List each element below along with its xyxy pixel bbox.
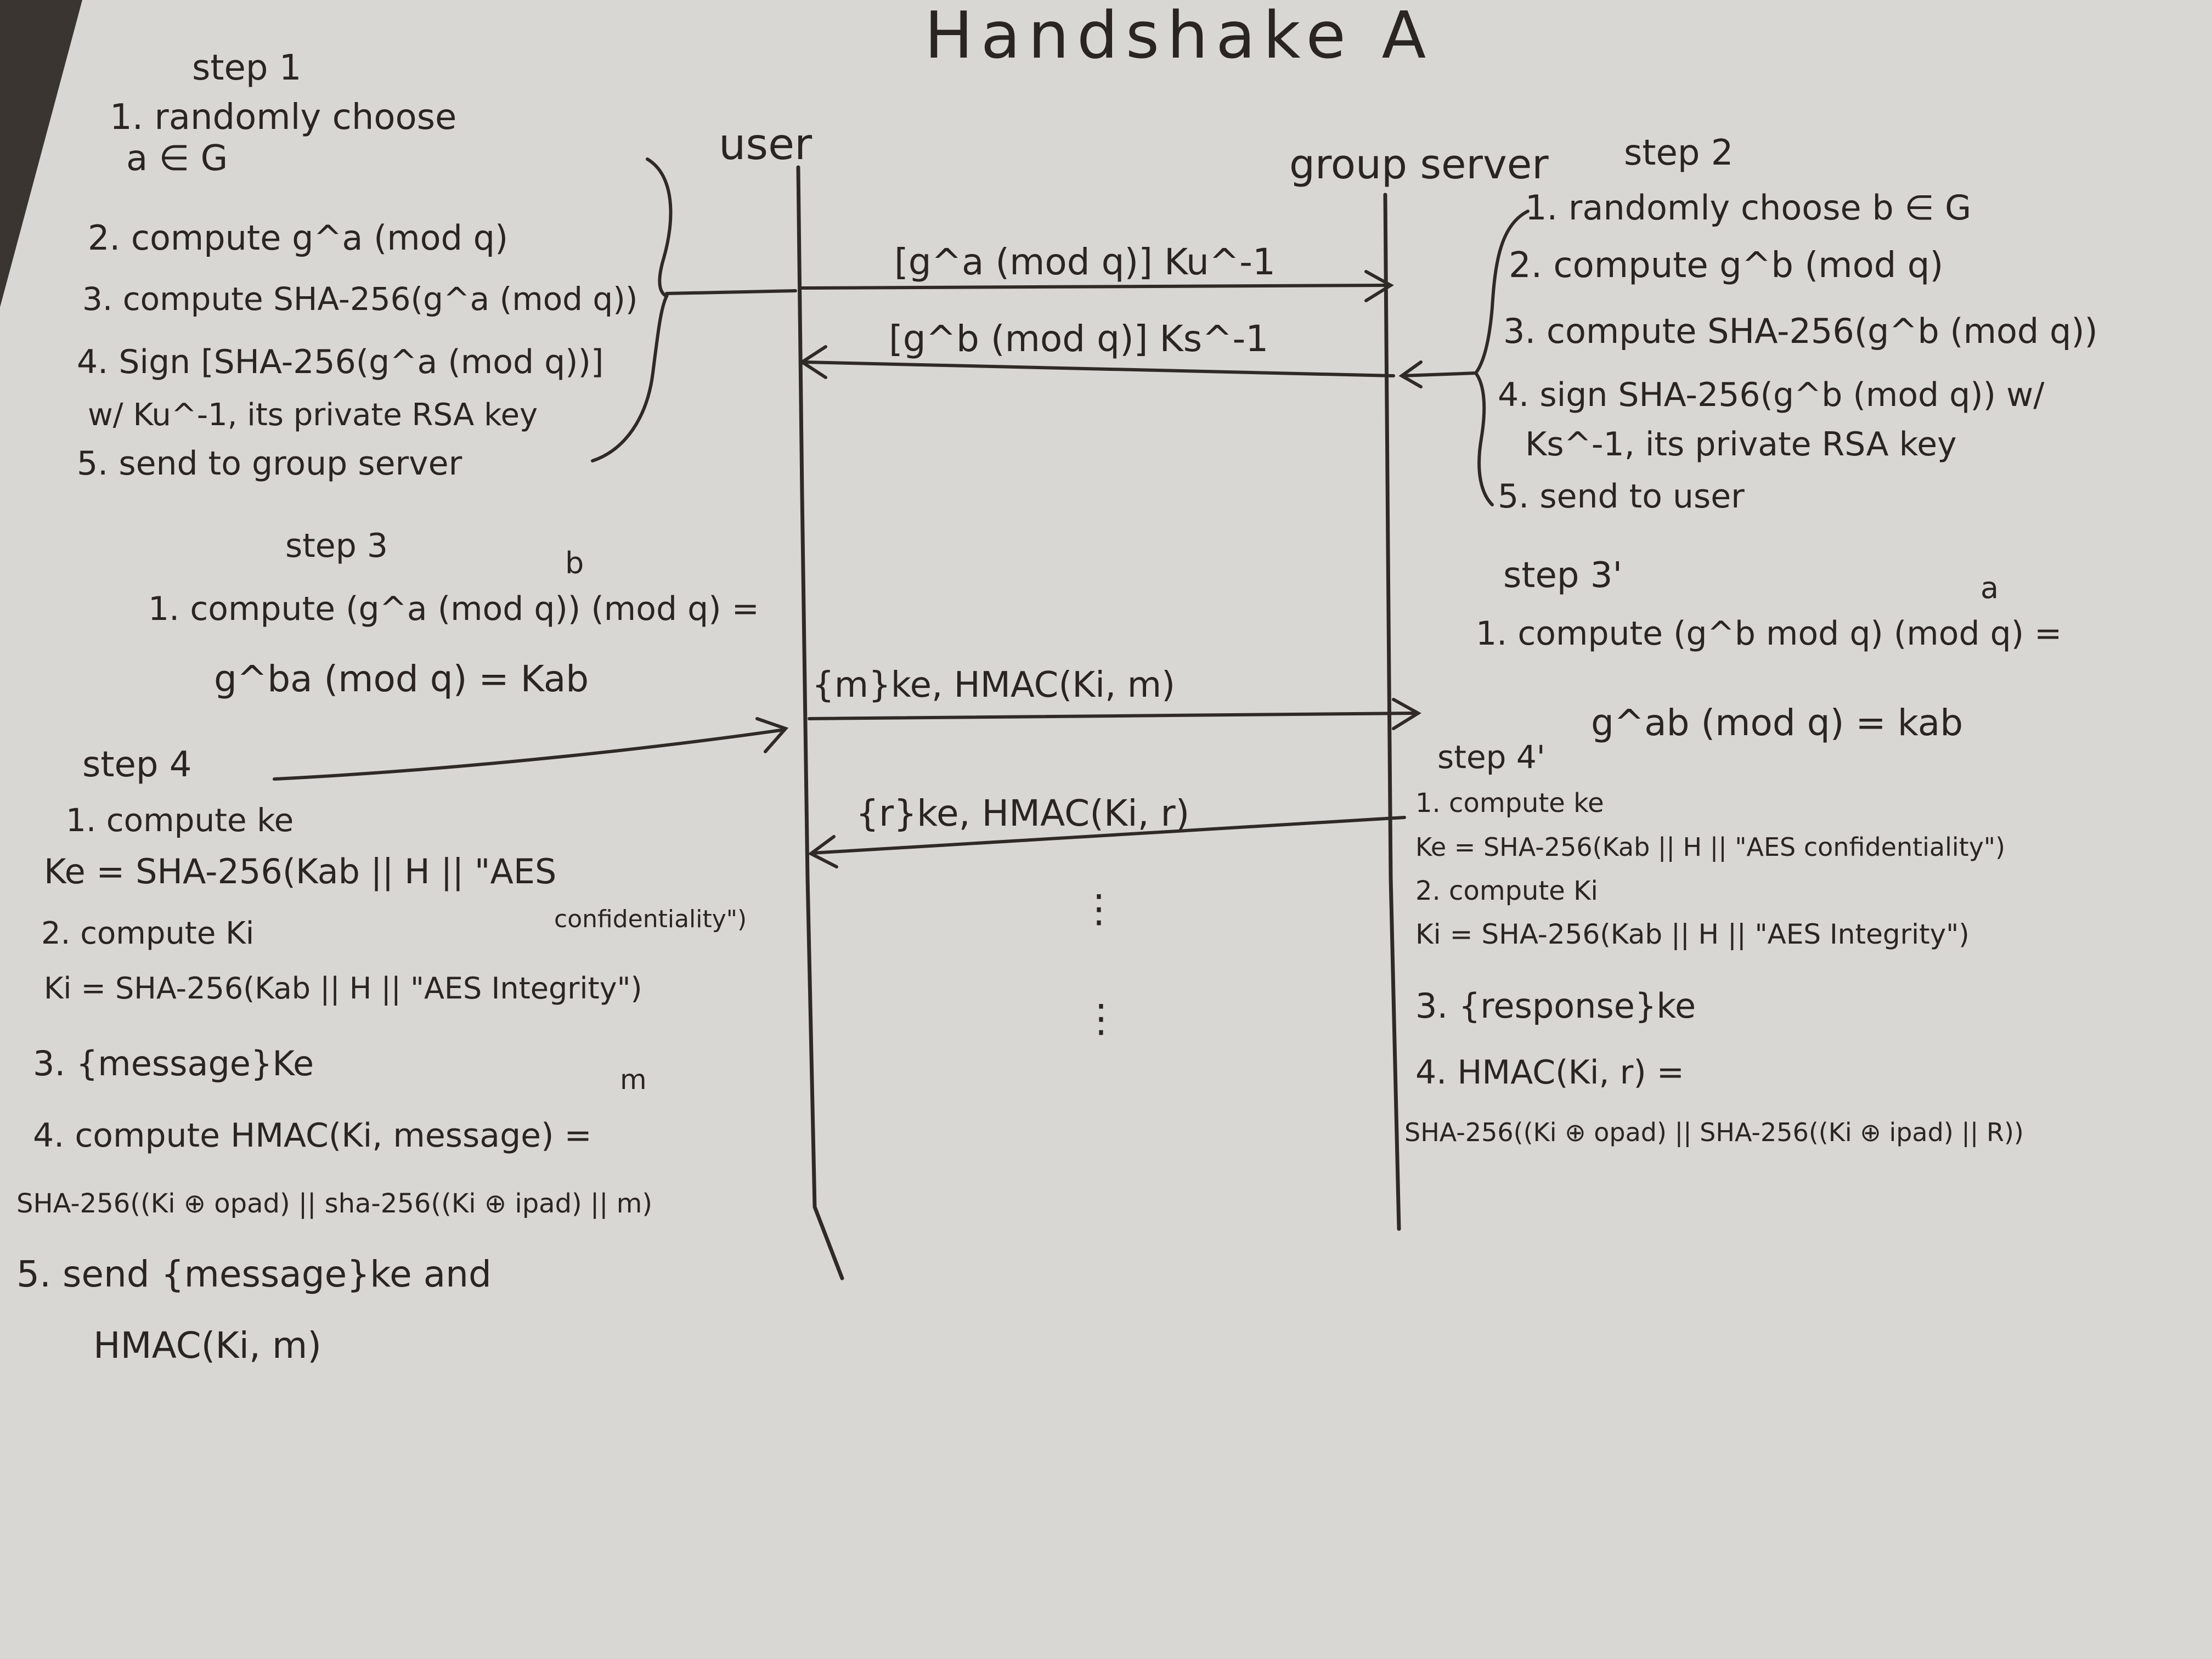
step3-line-2: g^ba (mod q) = Kab [214,658,589,700]
step4prime-heading: step 4' [1437,738,1545,776]
step4-pointer-arrowhead [755,717,789,753]
step4-line-2: Ke = SHA-256(Kab || H || "AES [44,851,556,892]
diagram-title: Handshake A [924,0,1434,73]
message-1-arrowhead [1364,270,1394,302]
step2-line-5: Ks^-1, its private RSA key [1525,425,1957,464]
step2-heading: step 2 [1624,133,1734,173]
step2-line-3: 3. compute SHA-256(g^b (mod q)) [1503,311,2098,351]
step4-line-8: SHA-256((Ki ⊕ opad) || sha-256((Ki ⊕ ipa… [16,1188,652,1219]
table-corner [0,0,82,307]
step4-line-1: 1. compute ke [66,802,294,839]
step3prime-exponent: a [1980,571,1999,605]
message-3-label: {m}ke, HMAC(Ki, m) [812,665,1175,706]
step2-connector-head [1398,360,1423,388]
user-lifeline [796,165,844,1280]
step1-brace [591,157,673,462]
step3-exponent: b [565,546,584,580]
step1-line-4: 3. compute SHA-256(g^a (mod q)) [82,280,638,318]
step4prime-line-4: Ki = SHA-256(Kab || H || "AES Integrity"… [1415,918,1970,950]
message-2-label: [g^b (mod q)] Ks^-1 [889,318,1268,360]
continuation-dots-lower: ⋮ [1082,996,1120,1041]
step2-line-2: 2. compute g^b (mod q) [1509,245,1943,286]
message-2-arrow [802,360,1395,377]
message-1-arrow [800,284,1390,290]
message-4-arrow [810,816,1406,855]
message-3-arrowhead [1392,698,1421,730]
step3-line-1: 1. compute (g^a (mod q)) (mod q) = [148,590,759,628]
message-3-arrow [808,712,1417,720]
step1-line-5: 4. Sign [SHA-256(g^a (mod q))] [77,343,603,381]
step2-brace [1474,210,1530,506]
step4prime-line-5: 3. {response}ke [1415,986,1696,1026]
step2-connector [1400,371,1477,377]
step1-line-1: 1. randomly choose [110,97,456,138]
step1-line-6: w/ Ku^-1, its private RSA key [88,397,538,433]
step1-block: step 1 1. randomly choose a ∈ G 2. compu… [77,48,638,483]
step4-line-5: Ki = SHA-256(Kab || H || "AES Integrity"… [44,971,642,1006]
step3-heading: step 3 [285,527,388,565]
step4prime-line-6: 4. HMAC(Ki, r) = [1415,1053,1684,1092]
step2-line-6: 5. send to user [1498,477,1745,516]
step2-block: step 2 1. randomly choose b ∈ G 2. compu… [1498,133,2098,516]
step4prime-line-3: 2. compute Ki [1415,876,1598,906]
step4-line-3: confidentiality") [554,905,747,933]
message-4-arrowhead [808,835,838,868]
step3prime-line-2: g^ab (mod q) = kab [1591,702,1963,744]
step4-line-4: 2. compute Ki [41,916,254,951]
step4prime-line-1: 1. compute ke [1415,788,1604,819]
step1-line-2: a ∈ G [126,138,228,179]
step4-line-9: 5. send {message}ke and [16,1253,492,1295]
step4-heading: step 4 [82,744,192,785]
step4prime-block: step 4' 1. compute ke Ke = SHA-256(Kab |… [1404,738,2024,1148]
step4-annotation: m [620,1064,647,1096]
step4-line-7: 4. compute HMAC(Ki, message) = [33,1116,592,1155]
message-2-arrowhead [799,345,827,379]
message-4-label: {r}ke, HMAC(Ki, r) [856,792,1189,834]
continuation-dots: ⋮ [1080,886,1118,931]
step1-line-3: 2. compute g^a (mod q) [88,218,508,258]
step4prime-line-7: SHA-256((Ki ⊕ opad) || SHA-256((Ki ⊕ ipa… [1404,1118,2024,1148]
step4-block: step 4 1. compute ke Ke = SHA-256(Kab ||… [16,744,747,1367]
step4-line-10: HMAC(Ki, m) [93,1324,321,1367]
step4prime-line-2: Ke = SHA-256(Kab || H || "AES confidenti… [1415,832,2005,862]
step2-line-1: 1. randomly choose b ∈ G [1525,188,1971,228]
step3prime-block: step 3' a 1. compute (g^b mod q) (mod q)… [1476,555,2062,744]
participant-group-server: group server [1289,141,1549,188]
step3-block: step 3 b 1. compute (g^a (mod q)) (mod q… [148,527,759,700]
step1-connector [665,289,797,295]
step1-heading: step 1 [192,48,302,88]
participant-user: user [719,120,812,170]
step3prime-line-1: 1. compute (g^b mod q) (mod q) = [1476,614,2062,653]
step4-pointer-arrow [273,728,786,781]
step4-line-6: 3. {message}Ke [33,1043,314,1084]
step2-line-4: 4. sign SHA-256(g^b (mod q)) w/ [1498,376,2045,414]
message-1-label: [g^a (mod q)] Ku^-1 [894,241,1276,283]
step1-line-7: 5. send to group server [77,444,462,483]
step3prime-heading: step 3' [1503,555,1622,596]
